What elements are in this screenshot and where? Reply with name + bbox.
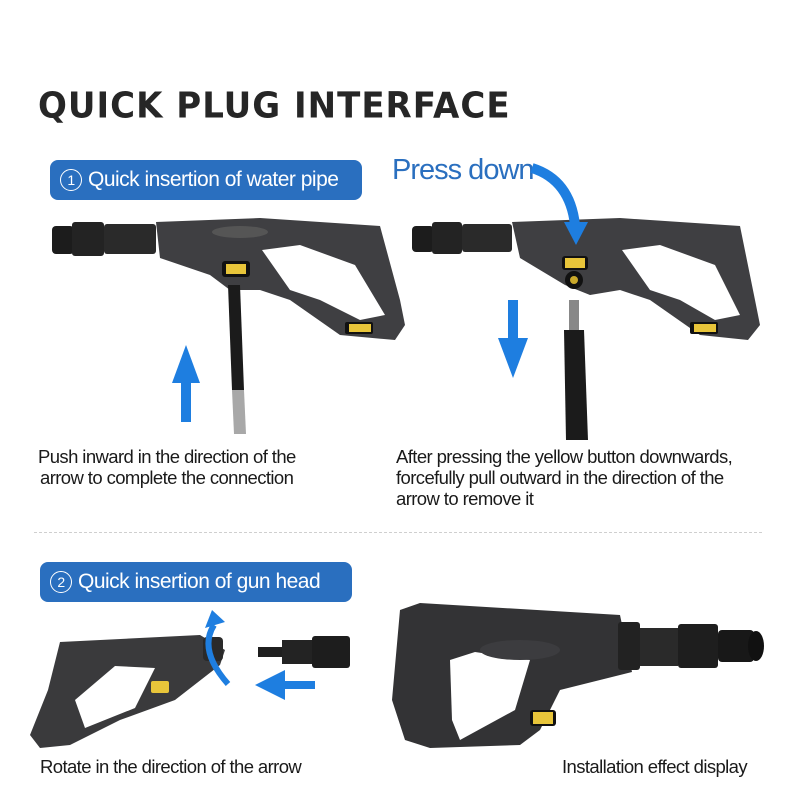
installed-gun-head (618, 622, 764, 670)
section2-badge-label: Quick insertion of gun head (78, 570, 321, 593)
curved-arrow-down-icon (530, 163, 588, 245)
section-divider (34, 532, 762, 533)
arrow-down-icon (498, 300, 528, 378)
caption-line: forcefully pull outward in the direction… (396, 467, 724, 488)
section1-right-caption: After pressing the yellow button downwar… (396, 446, 733, 509)
section2-left-caption: Rotate in the direction of the arrow (40, 756, 302, 777)
page-title: QUICK PLUG INTERFACE (38, 85, 511, 127)
arrow-left-icon (255, 670, 315, 700)
rotate-arrow-icon (205, 610, 231, 686)
section1-badge-label: Quick insertion of water pipe (88, 168, 339, 191)
press-down-label: Press down (392, 154, 535, 186)
section1-left-caption: Push inward in the direction of the arro… (38, 446, 296, 488)
step-number-1: 1 (60, 169, 82, 191)
step-number-2: 2 (50, 571, 72, 593)
caption-line: arrow to remove it (396, 488, 534, 509)
caption-line: arrow to complete the connection (40, 467, 294, 488)
gun-nozzle-left (52, 222, 156, 256)
caption-line: Push inward in the direction of the (38, 446, 296, 467)
caption-line: After pressing the yellow button downwar… (396, 446, 733, 467)
gun-head-part (258, 636, 350, 668)
section1-badge: 1 Quick insertion of water pipe (50, 160, 362, 200)
arrow-up-icon (172, 345, 200, 422)
section2-right-caption: Installation effect display (562, 756, 748, 777)
section2-badge: 2 Quick insertion of gun head (40, 562, 352, 602)
